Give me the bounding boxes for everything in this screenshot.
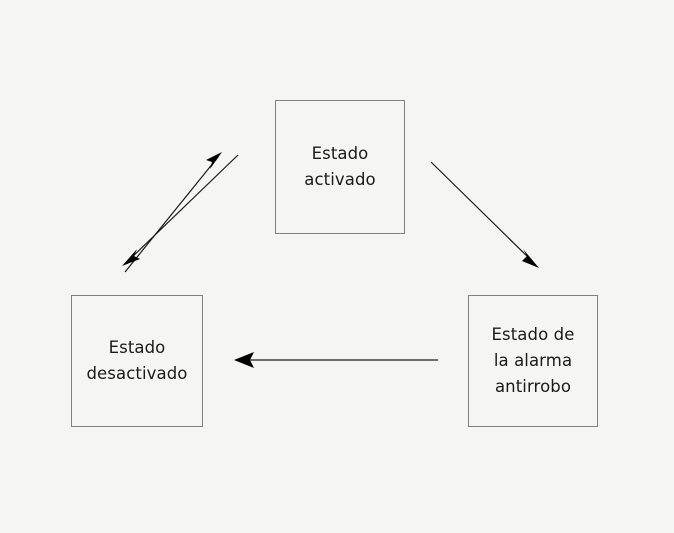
node-estado-desactivado[interactable]: Estado desactivado (71, 295, 203, 427)
node-estado-alarma-antirrobo[interactable]: Estado de la alarma antirrobo (468, 295, 598, 427)
node-label-estado-desactivado: Estado desactivado (86, 338, 188, 383)
edge-desactivado-to-activado (124, 152, 222, 273)
edge-activado-to-alarma (430, 161, 539, 268)
arrowhead-up-right (206, 152, 222, 169)
node-label-estado-alarma-antirrobo: Estado de la alarma antirrobo (491, 325, 575, 396)
node-label-estado-activado: Estado activado (304, 144, 376, 189)
arrowhead-down-right (522, 249, 539, 268)
arrowhead-left (234, 352, 254, 368)
edge-alarma-to-desactivado (234, 352, 438, 368)
arrowhead-down-left (122, 249, 140, 266)
node-estado-activado[interactable]: Estado activado (275, 100, 405, 234)
edge-activado-to-desactivado (122, 154, 239, 266)
